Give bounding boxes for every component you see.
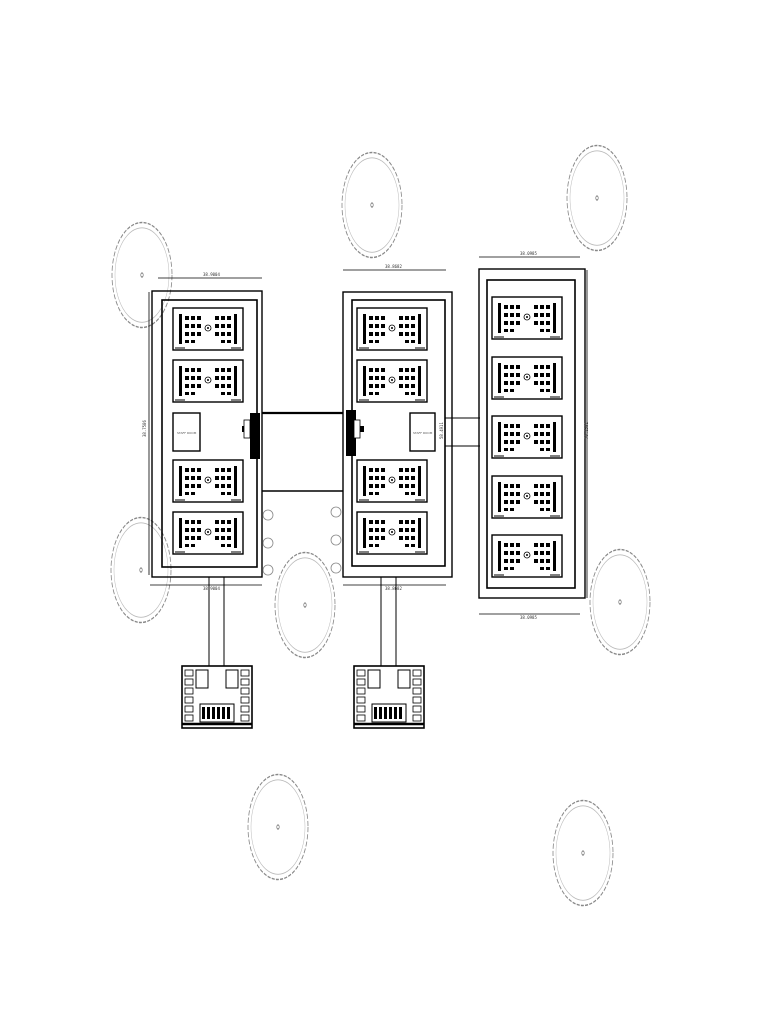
block-b: STAFF ROOM 38.8682 38.8682	[342, 264, 453, 591]
walkways	[208, 577, 397, 666]
block-a: STAFF ROOM 38.9004 38.9004 38.7586	[142, 272, 263, 591]
office-a-label: STAFF ROOM	[177, 431, 197, 435]
tree-layer	[110, 144, 651, 907]
dim-block-b-bottom: 38.8682	[385, 586, 402, 591]
dim-block-b-top: 38.8682	[385, 264, 402, 269]
dim-corridor: 58.4911	[439, 422, 444, 439]
corridor-b-c: 58.4911	[439, 417, 480, 447]
office-b-label: STAFF ROOM	[413, 431, 433, 435]
washroom-block-b	[352, 664, 426, 730]
dim-block-a-side: 38.7586	[142, 420, 147, 437]
washroom-block-a	[180, 664, 254, 730]
dim-block-c-bottom: 38.0985	[520, 615, 537, 620]
dim-block-a-bottom: 38.9004	[203, 586, 220, 591]
corridor-a-b	[262, 411, 343, 576]
dim-block-c-top: 38.0985	[520, 251, 537, 256]
dim-block-a-top: 38.9004	[203, 272, 220, 277]
dim-block-c-right: 70.1581	[584, 422, 589, 439]
block-c: 38.0985 38.0985 70.1581	[478, 251, 589, 620]
